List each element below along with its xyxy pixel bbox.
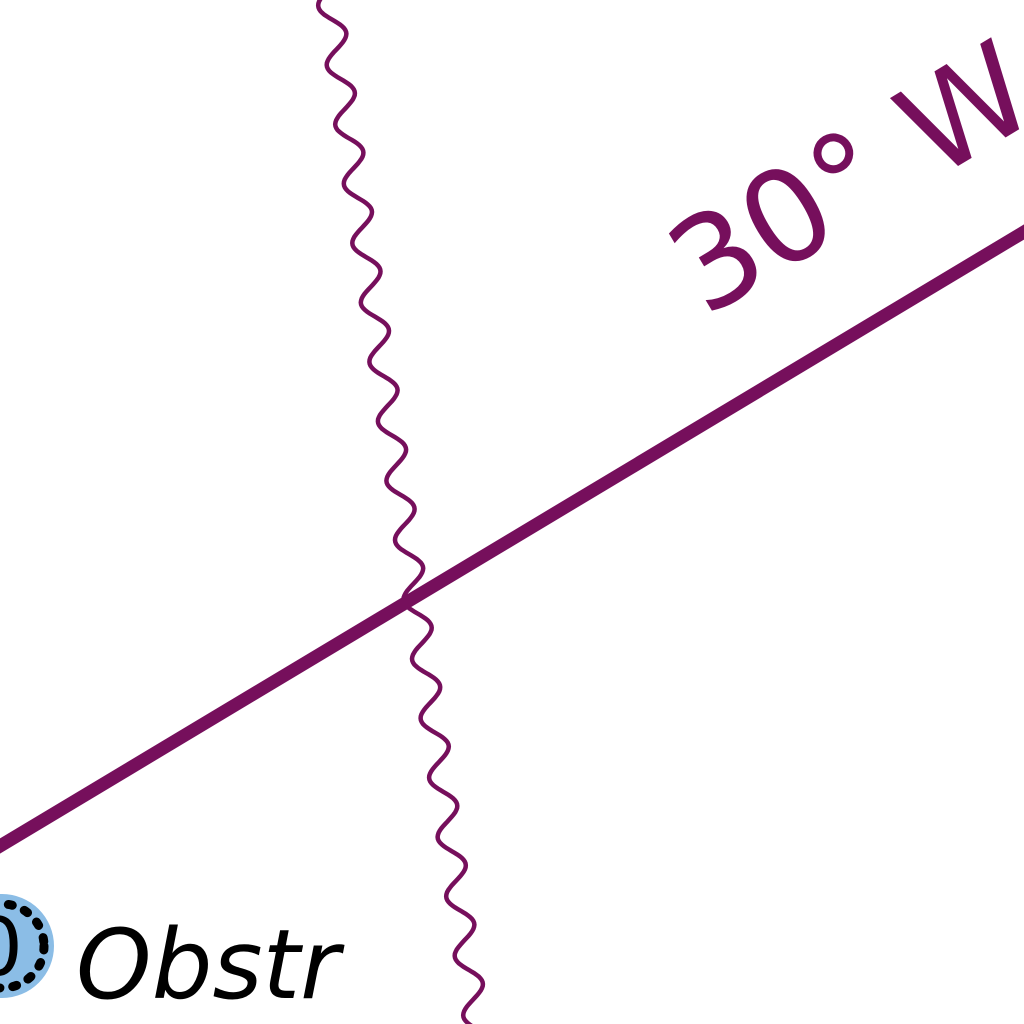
course-line-label: 30° W — [644, 14, 1024, 345]
obstruction-depth-digit: 0 — [0, 901, 23, 994]
wavy-boundary-line — [315, 0, 486, 1024]
obstruction-dotted-ring-icon — [0, 899, 49, 993]
course-line — [0, 224, 1024, 854]
obstruction-label: Obstr — [76, 909, 345, 1021]
obstruction-symbol: 0 — [0, 894, 54, 998]
